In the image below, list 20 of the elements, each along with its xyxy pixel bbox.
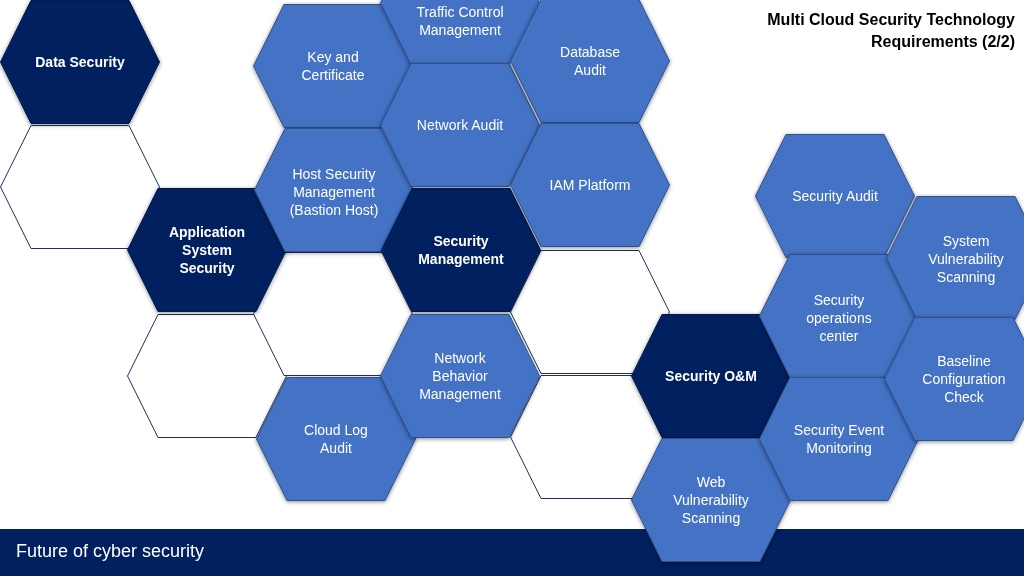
footer-text: Future of cyber security [16,540,205,562]
hexagon-label: System Vulnerability Scanning [927,232,1005,286]
hexagon-label: Security O&M [664,367,758,385]
hexagon-label: Data Security [34,53,126,71]
hexagon-label: Traffic Control Management [415,3,505,39]
hexagon-label: Network Audit [416,116,504,134]
hexagon-label: Web Vulnerability Scanning [672,473,750,527]
hexagon-label: Application System Security [168,223,246,277]
hexagon-label: Security Management [417,232,505,268]
hexagon-label: Security Event Monitoring [793,421,885,457]
hexagon-label: Cloud Log Audit [303,421,369,457]
hexagon-label: Host Security Management (Bastion Host) [289,165,379,219]
slide-title: Multi Cloud Security Technology Requirements (2/2) [766,10,1015,52]
hexagon-label: Key and Certificate [300,48,366,84]
hexagon-label: IAM Platform [549,176,631,194]
hexagon-label: Baseline Configuration Check [921,352,1007,406]
hexagon-label: Security Audit [791,187,879,205]
hexagon-label: Security operations center [805,291,873,345]
hexagon-label: Database Audit [559,43,621,79]
hexagon-label: Network Behavior Management [418,349,502,403]
